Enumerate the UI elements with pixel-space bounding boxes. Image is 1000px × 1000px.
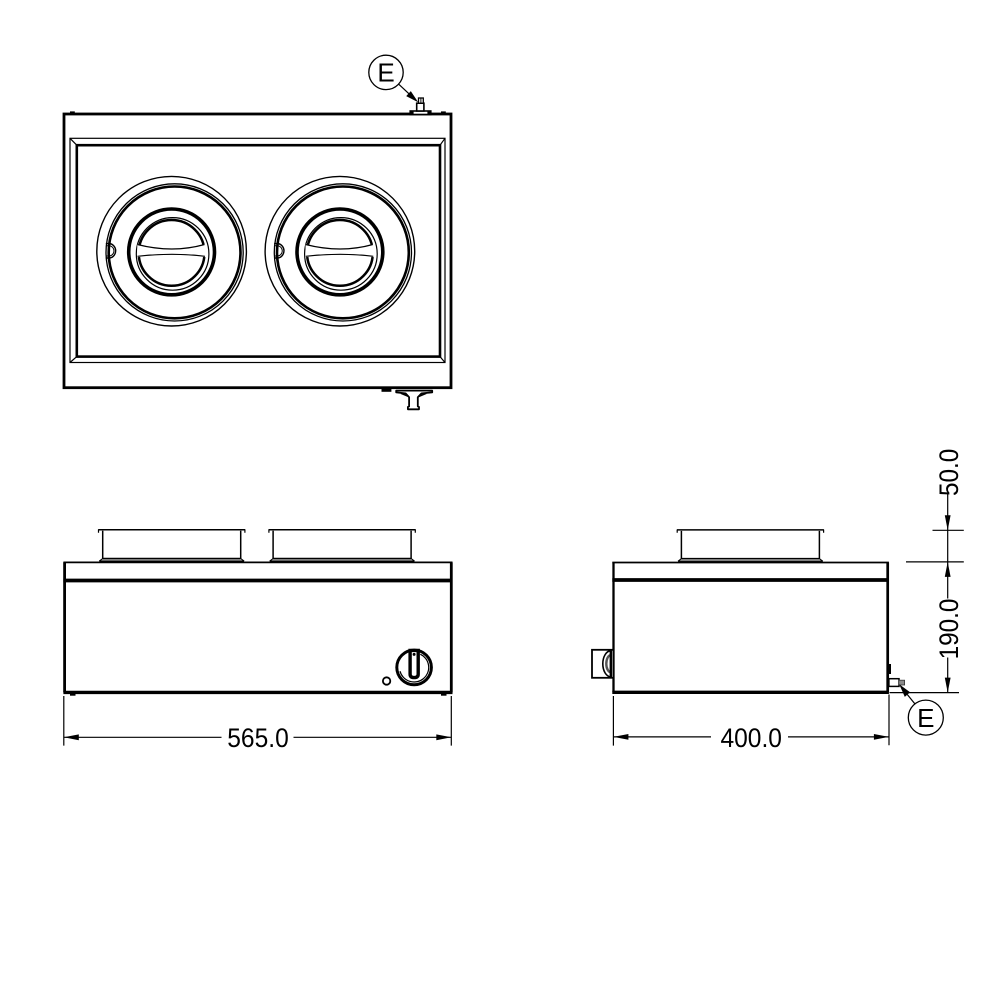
svg-text:565.0: 565.0 (227, 724, 288, 753)
svg-text:E: E (377, 58, 394, 88)
svg-text:400.0: 400.0 (720, 724, 781, 753)
svg-text:E: E (917, 703, 934, 733)
svg-text:190.0: 190.0 (935, 599, 964, 660)
svg-text:50.0: 50.0 (935, 449, 964, 496)
